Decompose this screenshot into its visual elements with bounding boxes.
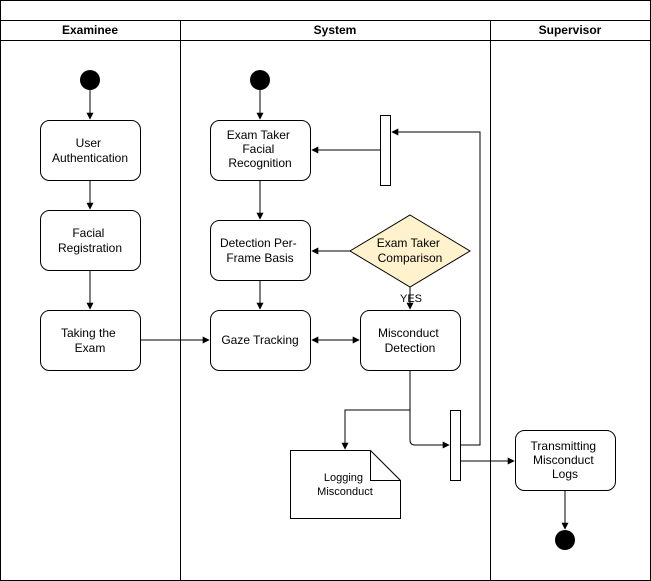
node-taking-the-exam	[40, 310, 141, 371]
node-transmitting-logs-label: Transmitting Misconduct Logs	[531, 439, 600, 481]
decision-exam-taker-comparison-label: Exam Taker Comparison	[377, 236, 443, 265]
edge-label-yes: YES	[400, 293, 422, 305]
note-logging-misconduct-fold	[370, 450, 401, 481]
start-node-examinee	[80, 70, 100, 90]
node-gaze-tracking	[210, 310, 311, 371]
node-facial-recognition	[210, 120, 311, 181]
node-detection-per-frame	[210, 220, 311, 281]
fork-bar-bottom	[450, 410, 461, 481]
lane-header-supervisor: Supervisor	[539, 23, 602, 37]
note-logging-misconduct-label: Logging Misconduct	[317, 472, 373, 498]
lane-header-examinee: Examinee	[62, 23, 118, 37]
note-logging-misconduct	[290, 450, 401, 519]
node-taking-the-exam-label: Taking the Exam	[61, 326, 119, 355]
edge-forkbar-loop-back	[391, 128, 481, 446]
node-detection-per-frame-label: Detection Per- Frame Basis	[220, 236, 300, 265]
node-user-authentication	[40, 120, 141, 181]
node-facial-registration	[40, 210, 141, 271]
edge-misconduct-to-forkbar	[409, 371, 450, 449]
end-node	[555, 530, 575, 550]
node-user-authentication-label: User Authentication	[52, 136, 128, 165]
node-misconduct-detection-label: Misconduct Detection	[378, 326, 442, 355]
lane-header-system: System	[314, 23, 357, 37]
start-node-system	[250, 70, 270, 90]
node-gaze-tracking-label: Gaze Tracking	[221, 333, 298, 347]
fork-bar-top	[380, 115, 391, 186]
node-facial-recognition-label: Exam Taker Facial Recognition	[227, 128, 293, 170]
node-facial-registration-label: Facial Registration	[58, 226, 122, 255]
node-misconduct-detection	[360, 310, 461, 371]
node-transmitting-logs	[515, 430, 616, 491]
